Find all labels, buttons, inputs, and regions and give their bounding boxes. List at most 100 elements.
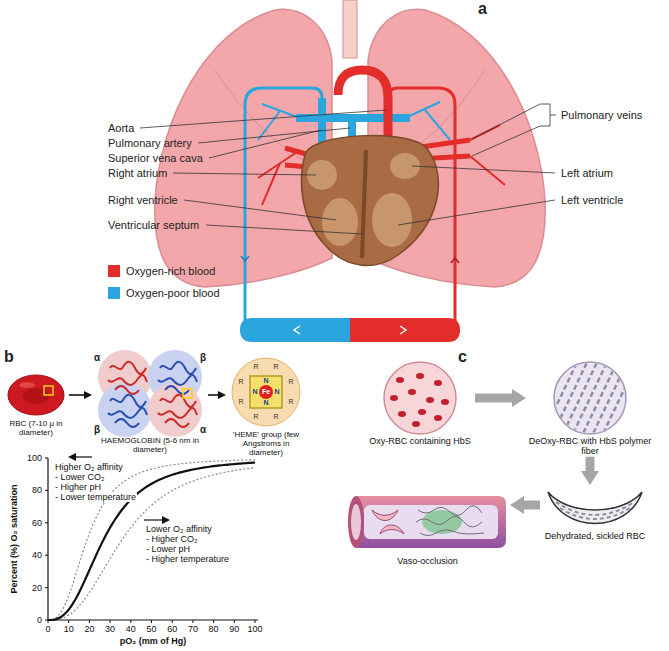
anatomy-label: Aorta xyxy=(108,122,134,135)
side-chain-label: R xyxy=(288,378,293,386)
axis-title: Percent (%) O₂ saturation xyxy=(9,484,19,593)
node-caption: RBC (7-10 μ in diameter) xyxy=(3,419,69,437)
annotation-text: - Higher temperature xyxy=(146,555,229,564)
side-chain-label: R xyxy=(273,413,278,421)
subunit-label: α xyxy=(200,424,206,436)
sickled-rbc-node: Dehydrated, sickled RBC xyxy=(540,485,650,541)
hbs-dots xyxy=(390,373,449,427)
zoom-square xyxy=(44,386,53,395)
polymer-fibers xyxy=(530,356,660,440)
sickle-cell xyxy=(380,525,404,534)
tick-label: 10 xyxy=(64,624,74,634)
tick-label: 40 xyxy=(126,624,136,634)
heme-node: 'HEME' group (few Angstroms in diameter) xyxy=(226,356,306,458)
tick-label: 80 xyxy=(209,624,219,634)
vaso-occlusion-node: Vaso-occlusion xyxy=(345,490,510,566)
node-figure-area xyxy=(540,485,650,529)
tick-label: 100 xyxy=(27,453,42,463)
side-chain-label: R xyxy=(288,398,293,406)
zoom-square xyxy=(183,389,192,398)
side-chain-label: R xyxy=(238,398,243,406)
left-ventricle-chamber xyxy=(372,193,412,247)
porphyrin-ring xyxy=(250,376,282,408)
node-figure-area xyxy=(3,373,69,417)
y-tick-marks xyxy=(45,458,48,620)
node-figure-area xyxy=(226,356,306,428)
red-blood-cell xyxy=(8,375,64,415)
legend-text: Oxygen-poor blood xyxy=(126,287,220,299)
annotation-text: Lower O₂ affinity xyxy=(146,525,212,534)
flow-chevron xyxy=(241,256,249,261)
node-figure-area xyxy=(345,490,510,554)
iron-atom xyxy=(259,385,273,399)
left-lung xyxy=(155,9,332,287)
tick-label: 40 xyxy=(32,550,42,560)
right-ventricle-chamber xyxy=(322,198,358,246)
anatomy-label: Right atrium xyxy=(108,167,167,180)
annotation-text: Higher O₂ affinity xyxy=(54,463,124,472)
anatomy-label: Superior vena cava xyxy=(108,152,203,165)
anatomy-label: Pulmonary artery xyxy=(108,137,192,150)
node-caption: HAEMOGLOBIN (5-6 nm in diameter) xyxy=(92,436,208,454)
vessel-lumen xyxy=(364,505,498,539)
shift-arrow xyxy=(144,519,162,520)
subunit-label: β xyxy=(200,352,206,364)
vessel-opening-inner xyxy=(351,504,361,540)
heart xyxy=(302,135,439,265)
node-caption: DeOxy-RBC with HbS polymer fiber xyxy=(526,436,654,457)
shift-arrow xyxy=(76,456,92,457)
tick-label: 20 xyxy=(32,582,42,592)
anatomy-label: Ventricular septum xyxy=(108,219,199,232)
legend-swatch xyxy=(108,287,120,299)
annotation-text: - Lower CO₂ xyxy=(54,473,106,482)
tick-label: 60 xyxy=(32,518,42,528)
panel-letter: c xyxy=(458,348,467,366)
deoxy-rbc-node: DeOxy-RBC with HbS polymer fiber xyxy=(526,362,654,457)
node-figure-area xyxy=(365,362,475,434)
dissociation-curve xyxy=(48,463,255,620)
tick-label: 100 xyxy=(247,624,262,634)
right-shifted-curve xyxy=(48,468,255,620)
oxy-rbc xyxy=(384,362,456,434)
nitrogen-atom-label: N xyxy=(274,388,279,396)
chart-axes xyxy=(48,458,258,620)
rbc-node: RBC (7-10 μ in diameter) xyxy=(3,373,69,437)
node-caption: Dehydrated, sickled RBC xyxy=(540,531,650,541)
panel-letter: b xyxy=(4,348,14,366)
tick-label: 90 xyxy=(229,624,239,634)
flow-chevron xyxy=(451,258,459,263)
annotation-text: - Lower pH xyxy=(146,545,190,554)
flow-arrow xyxy=(208,394,218,396)
sickle-cell xyxy=(372,510,398,521)
anatomy-label: Right ventricle xyxy=(108,194,178,207)
side-chain-label: R xyxy=(253,413,258,421)
protein-ribbon xyxy=(158,395,197,427)
tick-label: 50 xyxy=(146,624,156,634)
heme-disc xyxy=(232,358,300,426)
protein-ribbon xyxy=(108,362,147,394)
tick-label: 0 xyxy=(37,615,42,625)
node-caption: Oxy-RBC containing HbS xyxy=(365,436,475,446)
vessel-wall xyxy=(356,496,506,548)
rbc-dimple xyxy=(23,388,49,404)
flow-arrow xyxy=(69,394,84,396)
left-shifted-curve xyxy=(48,460,255,620)
trachea xyxy=(343,0,357,58)
flow-chevron xyxy=(294,326,406,334)
protein-ribbon xyxy=(108,395,147,427)
subunit-label: β xyxy=(94,424,100,436)
sickled-rbc xyxy=(548,492,642,524)
oxy-rbc-node: Oxy-RBC containing HbS xyxy=(365,362,475,446)
anatomy-label: Left ventricle xyxy=(561,194,623,207)
beta-subunit xyxy=(98,383,152,437)
haemoglobin-node: HAEMOGLOBIN (5-6 nm in diameter) xyxy=(92,350,208,454)
node-caption: 'HEME' group (few Angstroms in diameter) xyxy=(226,430,306,458)
side-chain-label: R xyxy=(273,363,278,371)
nitrogen-atom-label: N xyxy=(263,377,268,385)
flow-arrow xyxy=(524,501,540,510)
tick-label: 70 xyxy=(188,624,198,634)
